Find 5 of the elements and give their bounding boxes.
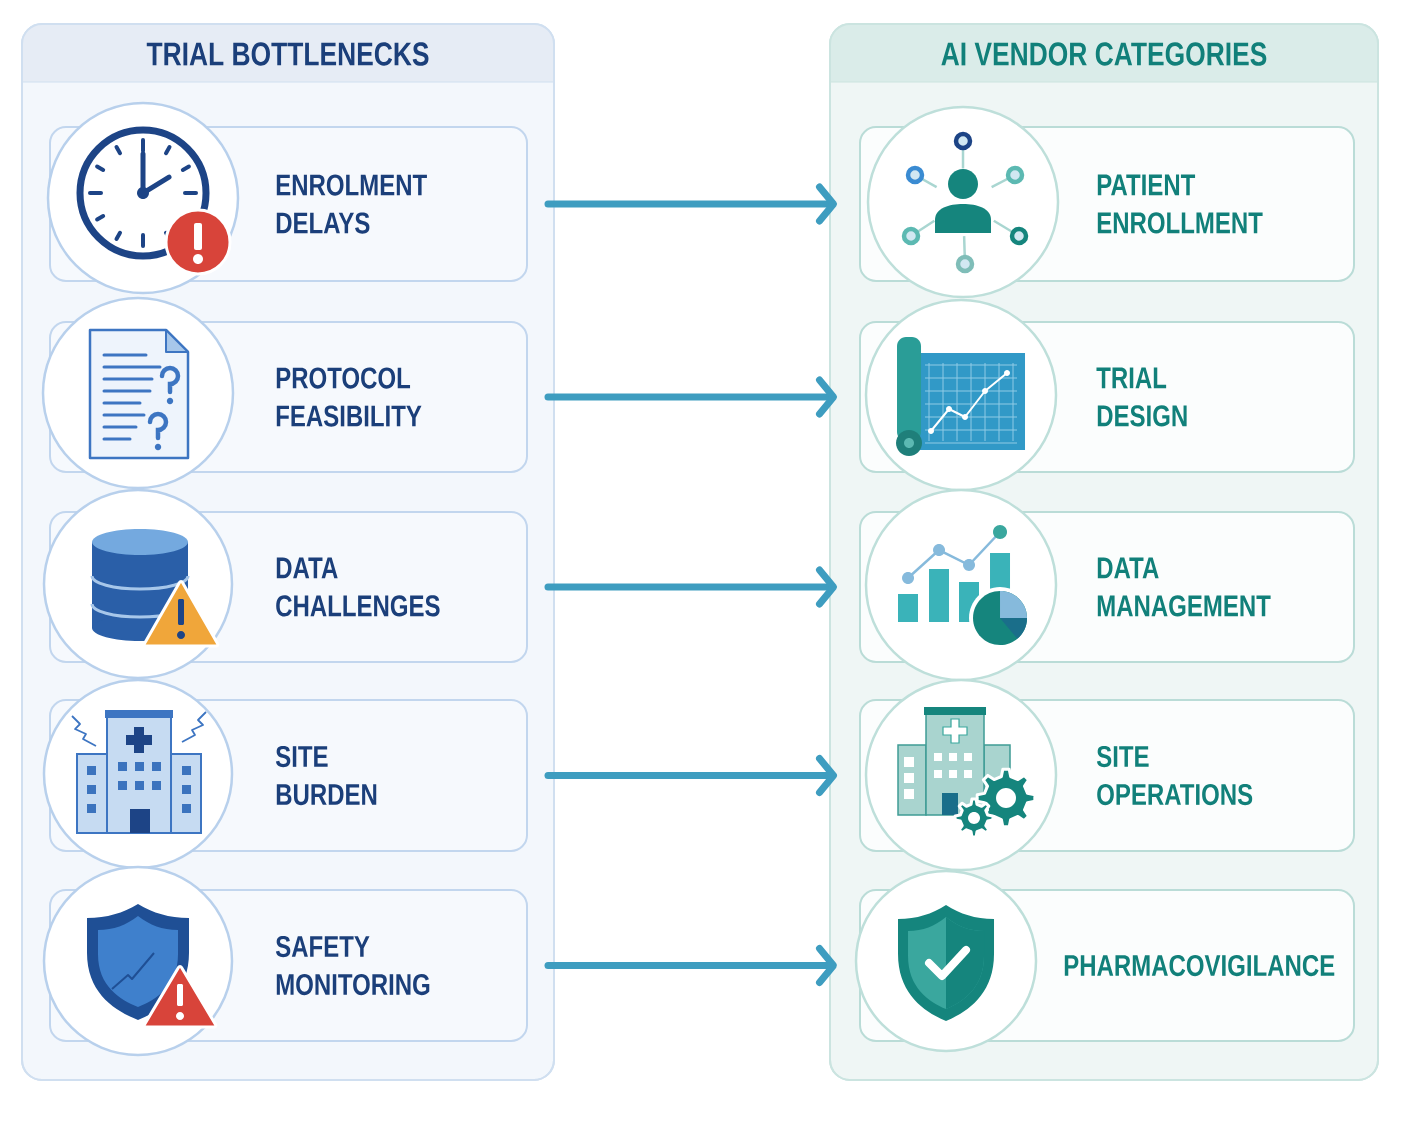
arrow [544, 183, 837, 225]
arrow [544, 566, 837, 608]
arrow [544, 755, 837, 796]
arrow [544, 945, 837, 986]
arrow [544, 376, 837, 418]
